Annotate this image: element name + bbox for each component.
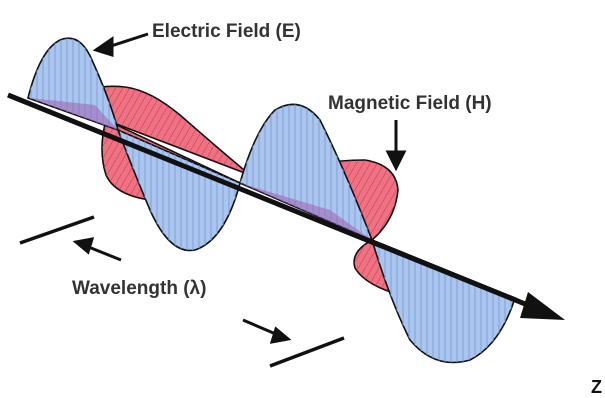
electric-pointer-arrowhead [92, 36, 114, 58]
electric-field-wave [27, 37, 516, 364]
magnetic-pointer-arrowhead [385, 150, 407, 172]
axis-label: Z [591, 377, 602, 397]
propagation-axis [7, 92, 565, 320]
overlap-region-2 [240, 183, 372, 240]
wavelength-pointer-left-arrowhead [72, 237, 95, 255]
wavelength-markers [19, 215, 345, 368]
wavelength-pointer-right-arrowhead [269, 326, 292, 344]
wavelength-label: Wavelength (λ) [72, 278, 207, 299]
pointer-arrows [72, 32, 407, 344]
electric-field-label: Electric Field (E) [152, 21, 301, 42]
overlap-region-1 [30, 98, 118, 130]
axis-arrowhead [520, 292, 565, 320]
magnetic-field-label: Magnetic Field (H) [328, 93, 492, 114]
